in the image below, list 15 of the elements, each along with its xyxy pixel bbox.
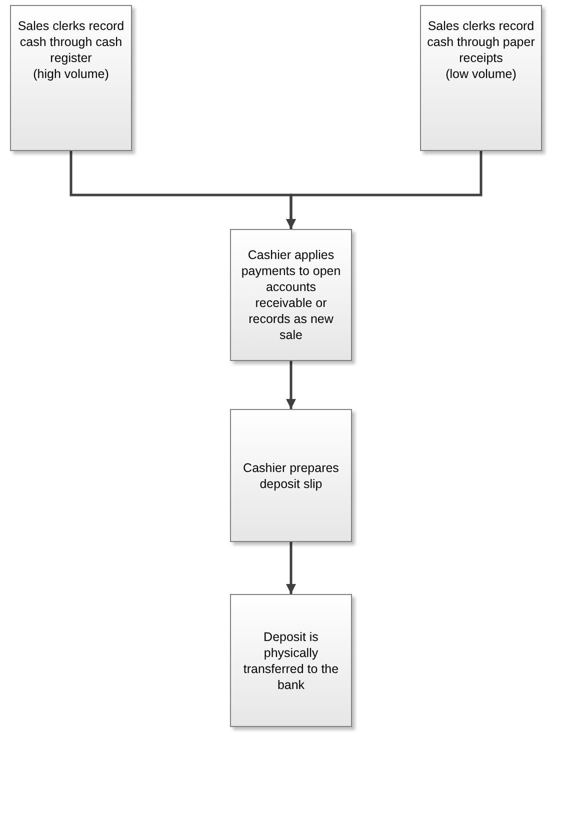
step-text: Sales clerks record cash through paper receipts [427, 18, 535, 66]
step-text: Deposit is physically transferred to the bank [242, 628, 340, 692]
arrow [286, 542, 296, 594]
arrow [286, 151, 482, 229]
arrow [286, 361, 296, 409]
step-text: Sales clerks record cash through cash register [17, 18, 125, 66]
step-text: Cashier applies payments to open accounts receivable or records as new sale [240, 247, 342, 343]
process-box [420, 5, 542, 151]
step-text: Cashier prepares deposit slip [242, 460, 340, 492]
process-box [230, 409, 352, 542]
process-box [230, 594, 352, 727]
step-text: (high volume) [33, 66, 109, 82]
process-box [10, 5, 132, 151]
step-text: (low volume) [446, 66, 516, 82]
process-box [230, 229, 352, 361]
